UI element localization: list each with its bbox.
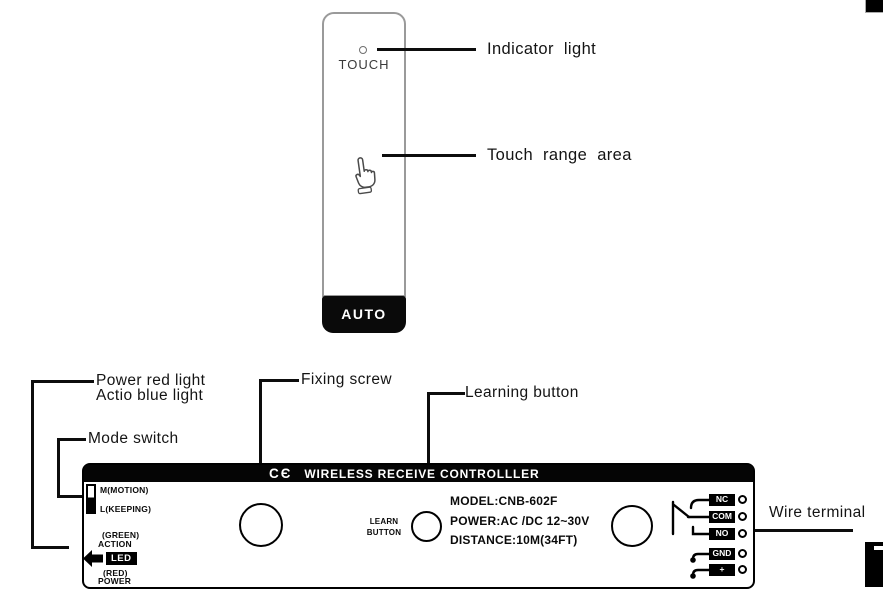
terminal-screw-no (738, 529, 747, 538)
page-corner-mark-top (865, 0, 883, 13)
controller-title: CЄ WIRELESS RECEIVE CONTROLLLER (269, 465, 539, 483)
terminal-badge-com: COM (709, 511, 735, 523)
corner-mark-notch (874, 546, 883, 550)
fixing-screw-right (611, 505, 653, 547)
leader-indicator-light (377, 48, 476, 51)
learn-button (411, 511, 442, 542)
relay-symbol-icon (671, 498, 713, 579)
mode-switch-icon (86, 484, 96, 514)
terminal-badge-gnd: GND (709, 548, 735, 560)
led-badge: LED (106, 552, 137, 565)
page-corner-mark-bottom (865, 542, 883, 587)
leader-learning-button-h (427, 392, 465, 395)
label-learning-button: Learning button (465, 384, 579, 401)
indicator-light-icon (359, 46, 367, 54)
learn-button-label: LEARN BUTTON (366, 517, 402, 537)
terminal-screw-com (738, 512, 747, 521)
label-wire-terminal: Wire terminal (769, 504, 866, 521)
mode-m-label: M(MOTION) (100, 485, 149, 495)
leader-mode-switch-top (57, 438, 86, 441)
label-power-red-light: Power red light (96, 372, 206, 389)
label-indicator-light: Indicator light (487, 40, 597, 58)
controller-board: CЄ WIRELESS RECEIVE CONTROLLLER M(MOTION)… (82, 463, 755, 589)
touch-hand-icon (355, 157, 376, 195)
terminal-badge-plus: + (709, 564, 735, 576)
terminal-badge-nc: NC (709, 494, 735, 506)
fixing-screw-left (239, 503, 283, 547)
leader-power-light-top (31, 380, 94, 383)
led-action-label: ACTION (98, 539, 132, 549)
terminal-badge-no: NO (709, 528, 735, 540)
terminal-screw-gnd (738, 549, 747, 558)
led-red-label: (RED) (103, 568, 128, 578)
ce-mark-icon: CЄ (269, 466, 293, 481)
label-action-blue-light: Actio blue light (96, 387, 204, 404)
leader-touch-range (382, 154, 476, 157)
led-arrow-icon (83, 550, 103, 567)
terminal-screw-plus (738, 565, 747, 574)
leader-power-light-vert (31, 380, 34, 548)
spec-model: MODEL:CNB-602F (450, 494, 558, 508)
touch-label: TOUCH (338, 57, 390, 72)
leader-wire-terminal (747, 529, 853, 532)
terminal-screw-nc (738, 495, 747, 504)
led-power-label: POWER (98, 576, 132, 586)
leader-fixing-screw-h (259, 379, 299, 382)
spec-distance: DISTANCE:10M(34FT) (450, 533, 578, 547)
label-touch-range-area: Touch range area (487, 146, 632, 164)
leader-power-light-bottom (31, 546, 69, 549)
controller-title-text: WIRELESS RECEIVE CONTROLLLER (304, 467, 540, 481)
controller-title-bar: CЄ WIRELESS RECEIVE CONTROLLLER (84, 465, 753, 482)
leader-fixing-screw-v (259, 379, 262, 505)
led-green-label: (GREEN) (102, 530, 140, 540)
spec-block: MODEL:CNB-602F POWER:AC /DC 12~30V DISTA… (450, 492, 590, 551)
mode-l-label: L(KEEPING) (100, 504, 152, 514)
auto-footer: AUTO (322, 296, 406, 333)
spec-power: POWER:AC /DC 12~30V (450, 513, 590, 528)
label-fixing-screw: Fixing screw (301, 371, 392, 388)
leader-mode-switch-vert (57, 438, 60, 498)
leader-learning-button-v (427, 392, 430, 514)
label-mode-switch: Mode switch (88, 430, 179, 447)
leader-mode-switch-bottom (57, 495, 84, 498)
